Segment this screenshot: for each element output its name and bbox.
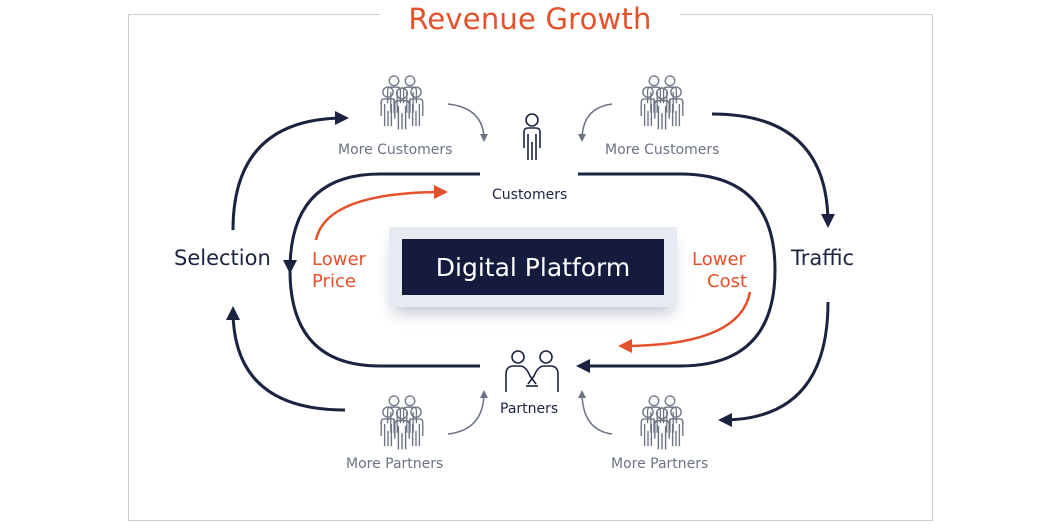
selection-label: Selection	[174, 246, 271, 270]
diagram-title: Revenue Growth	[380, 2, 680, 36]
digital-platform-label: Digital Platform	[402, 239, 664, 295]
more-customers-right-label: More Customers	[605, 142, 720, 158]
more-customers-left-label: More Customers	[338, 142, 453, 158]
partners-label: Partners	[500, 401, 559, 417]
outer-arc-bottom-left	[226, 306, 346, 412]
customers-label: Customers	[492, 187, 568, 203]
group-icon	[641, 76, 683, 129]
person-icon	[523, 113, 541, 161]
handshake-icon	[505, 350, 559, 392]
lower-cost-label-line2: Cost	[707, 271, 748, 292]
lower-cost-label-line1: Lower	[692, 249, 746, 270]
outer-arc-top-right	[711, 112, 835, 228]
grey-arrow-top-right	[578, 103, 613, 142]
inner-loop-top-right	[578, 172, 777, 271]
group-icon	[381, 76, 423, 129]
lower-cost-arrow	[618, 291, 752, 353]
traffic-label: Traffic	[791, 246, 855, 270]
group-icon	[381, 396, 423, 449]
more-partners-right-label: More Partners	[611, 456, 709, 472]
inner-loop-top	[283, 172, 480, 274]
more-partners-left-label: More Partners	[346, 456, 444, 472]
digital-platform-box: Digital Platform	[389, 227, 677, 307]
inner-loop-bottom-right	[576, 269, 777, 373]
outer-arc-top-left	[231, 111, 349, 231]
grey-arrow-bottom-right	[578, 390, 613, 435]
grey-arrow-top-left	[447, 103, 488, 142]
outer-arc-bottom-right	[718, 301, 830, 427]
lower-price-label-line2: Price	[312, 271, 356, 292]
inner-loop-bottom-left	[288, 269, 480, 368]
lower-price-label-line1: Lower	[312, 249, 366, 270]
grey-arrow-bottom-left	[447, 390, 488, 435]
group-icon	[641, 396, 683, 449]
lower-price-arrow	[314, 185, 448, 241]
